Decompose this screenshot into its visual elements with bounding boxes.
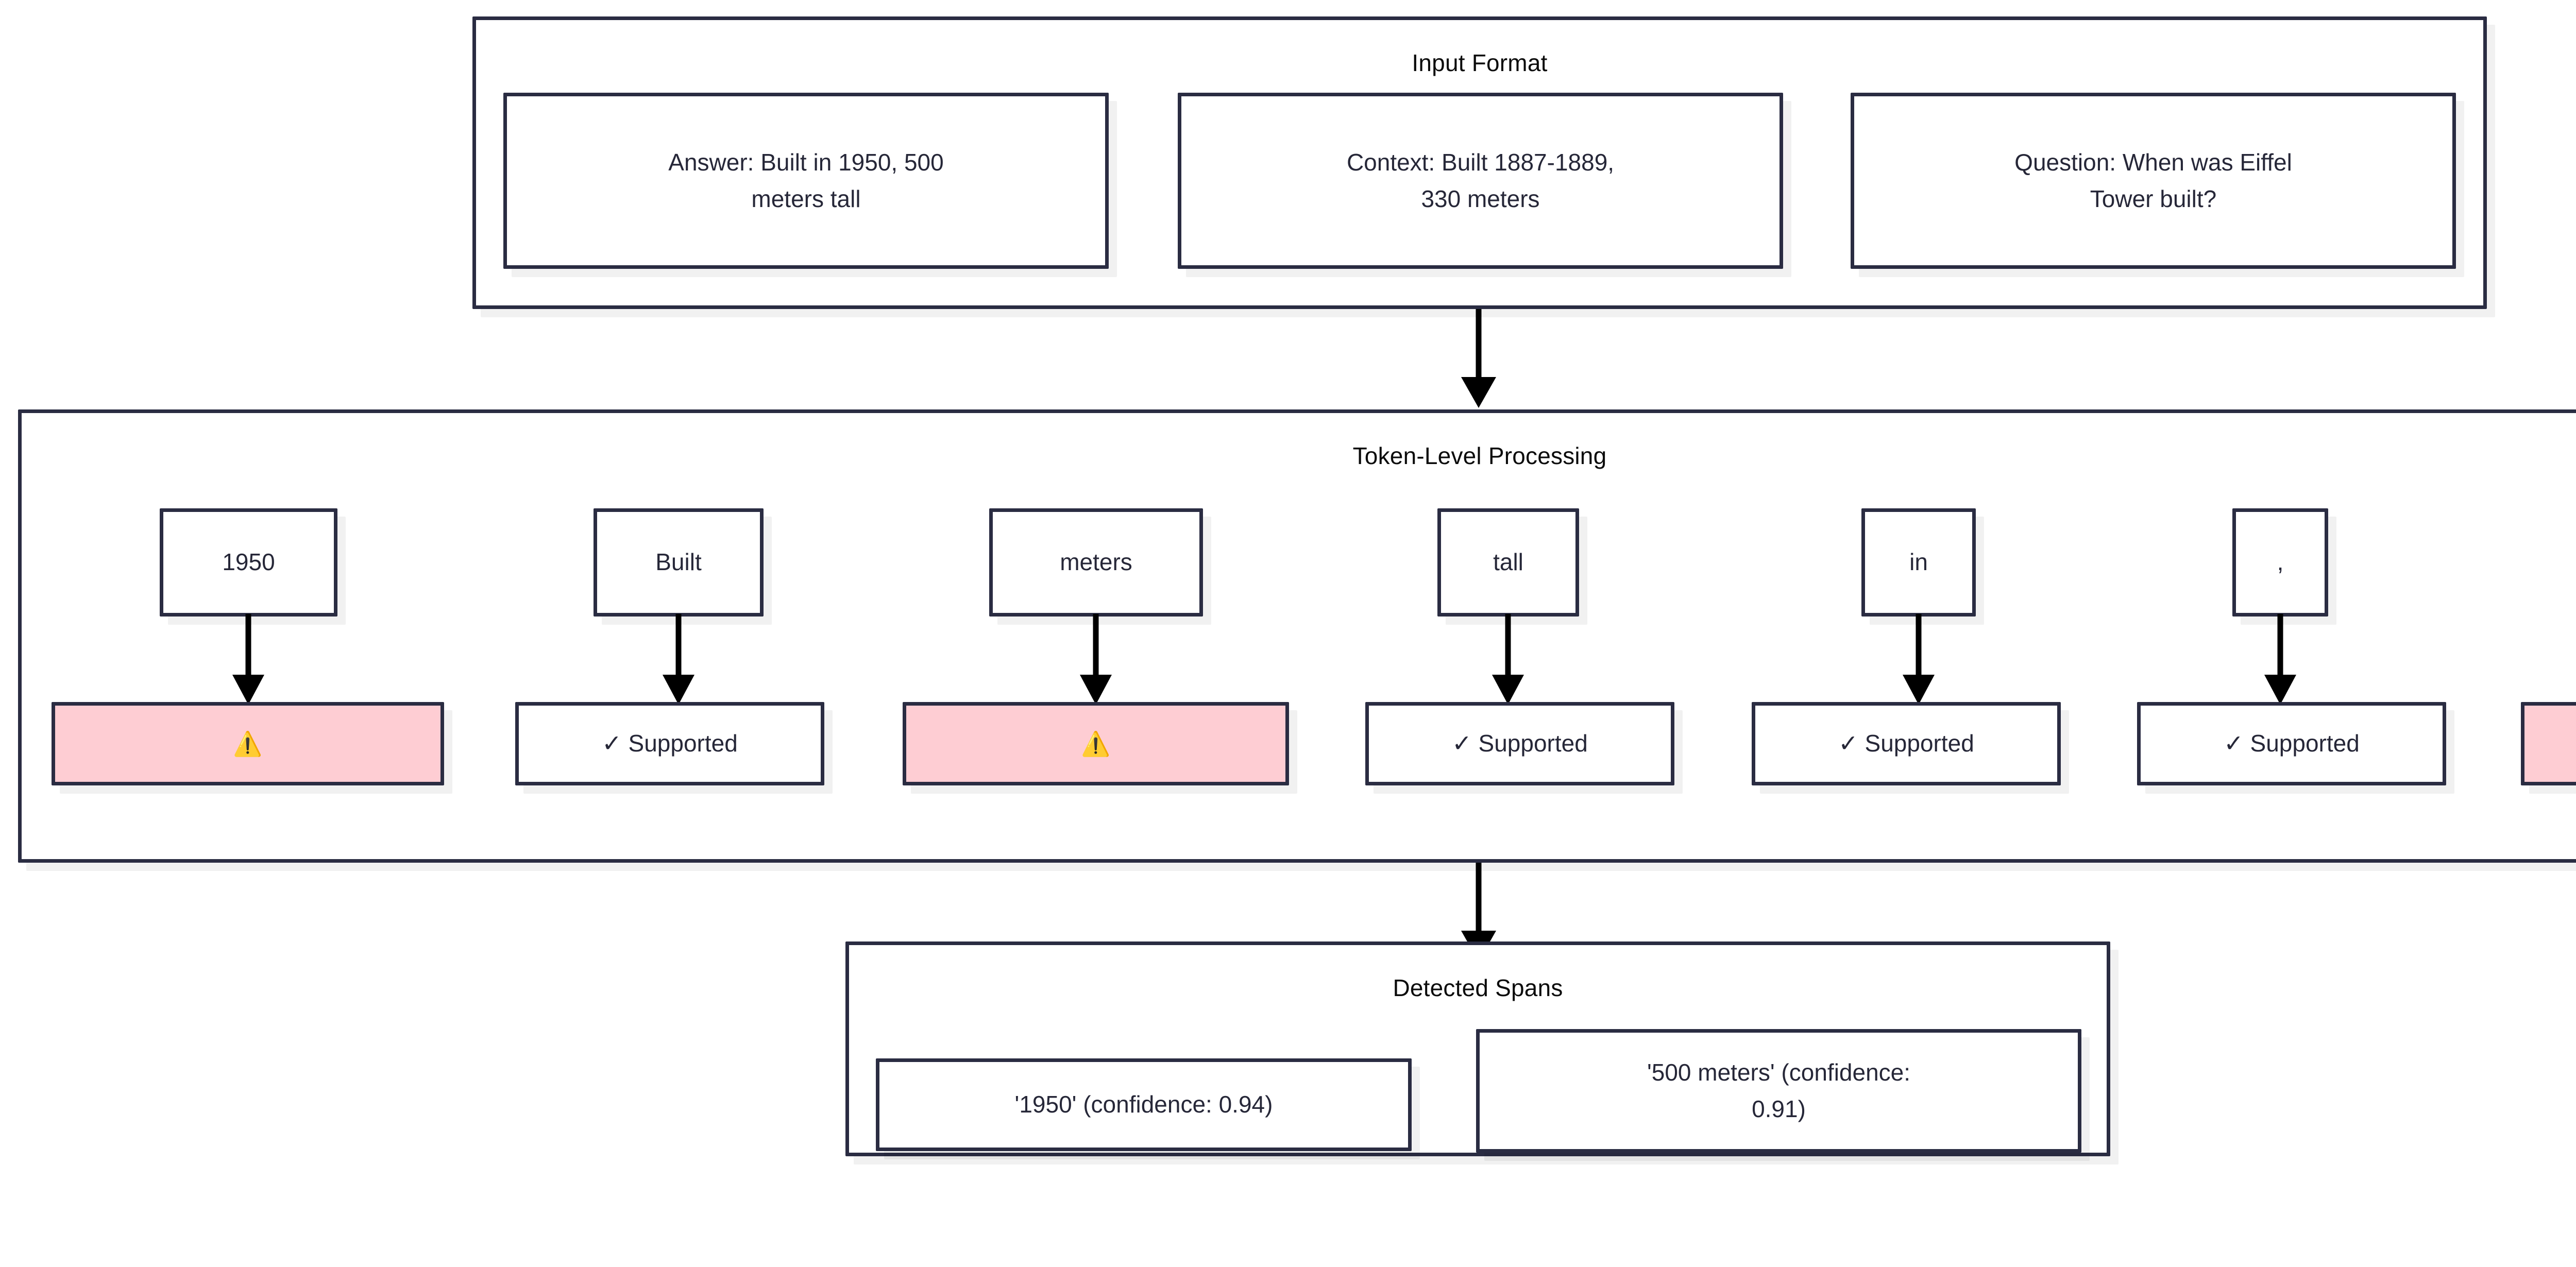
- status-box-tall[interactable]: ✓ Supported: [1365, 702, 1674, 785]
- input-question-box[interactable]: Question: When was Eiffel Tower built?: [1851, 93, 2456, 269]
- token-box-meters[interactable]: meters: [989, 508, 1203, 617]
- status-box-comma[interactable]: ✓ Supported: [2137, 702, 2446, 785]
- input-answer-label: Answer: Built in 1950, 500 meters tall: [668, 148, 944, 212]
- token-box-comma[interactable]: ,: [2232, 508, 2328, 617]
- status-label: ✓ Supported: [2224, 730, 2360, 757]
- status-label: ✓ Supported: [602, 730, 738, 757]
- token-box-built[interactable]: Built: [594, 508, 764, 617]
- cluster-token-processing: Token-Level Processing: [18, 409, 2576, 863]
- cluster-input-format-title: Input Format: [1412, 49, 1548, 76]
- cluster-detected-spans-title: Detected Spans: [1393, 974, 1563, 1001]
- warning-icon: ⚠️: [2524, 732, 2576, 756]
- detected-span-500-meters[interactable]: '500 meters' (confidence: 0.91): [1476, 1029, 2081, 1153]
- token-label: in: [1909, 549, 1928, 576]
- status-box-500[interactable]: ⚠️: [2521, 702, 2576, 785]
- detected-span-label: '1950' (confidence: 0.94): [1014, 1091, 1273, 1118]
- token-label: meters: [1060, 549, 1132, 576]
- arrow-input-to-tokens: [1453, 309, 1504, 410]
- token-label: ,: [2277, 549, 2284, 576]
- token-label: tall: [1493, 549, 1523, 576]
- input-question-label: Question: When was Eiffel Tower built?: [2014, 148, 2292, 212]
- cluster-token-processing-title: Token-Level Processing: [1352, 442, 1607, 469]
- token-box-1950[interactable]: 1950: [160, 508, 337, 617]
- status-box-built[interactable]: ✓ Supported: [515, 702, 824, 785]
- token-box-tall[interactable]: tall: [1437, 508, 1579, 617]
- status-box-1950[interactable]: ⚠️: [52, 702, 444, 785]
- detected-span-label: '500 meters' (confidence: 0.91): [1647, 1058, 1911, 1122]
- warning-icon: ⚠️: [1081, 730, 1111, 757]
- token-label: Built: [655, 549, 702, 576]
- status-label: ✓ Supported: [1838, 730, 1974, 757]
- status-label: ✓ Supported: [1452, 730, 1588, 757]
- warning-icon: ⚠️: [233, 730, 263, 757]
- token-label: 1950: [222, 549, 275, 576]
- input-context-label: Context: Built 1887-1889, 330 meters: [1346, 148, 1615, 212]
- detected-span-1950[interactable]: '1950' (confidence: 0.94): [876, 1058, 1412, 1151]
- status-box-in[interactable]: ✓ Supported: [1752, 702, 2061, 785]
- token-box-in[interactable]: in: [1861, 508, 1976, 617]
- input-context-box[interactable]: Context: Built 1887-1889, 330 meters: [1178, 93, 1783, 269]
- status-box-meters[interactable]: ⚠️: [903, 702, 1289, 785]
- input-answer-box[interactable]: Answer: Built in 1950, 500 meters tall: [503, 93, 1109, 269]
